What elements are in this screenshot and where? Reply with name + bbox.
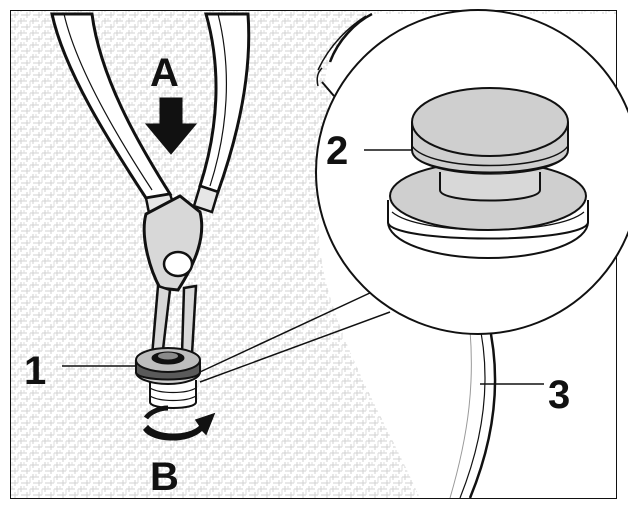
- label-part-3: 3: [548, 373, 570, 417]
- detail-magnifier: [199, 9, 628, 383]
- pliers-pivot: [162, 250, 194, 278]
- seal-ring: [135, 347, 201, 409]
- label-direction-a: A: [150, 51, 179, 95]
- circlip-pliers: [50, 12, 251, 360]
- housing-edge: [468, 319, 497, 498]
- press-direction-arrow: [144, 97, 198, 155]
- label-direction-b: B: [150, 455, 179, 499]
- rotate-direction-arrow: [143, 405, 216, 441]
- label-part-1: 1: [24, 349, 46, 393]
- label-part-2: 2: [326, 129, 348, 173]
